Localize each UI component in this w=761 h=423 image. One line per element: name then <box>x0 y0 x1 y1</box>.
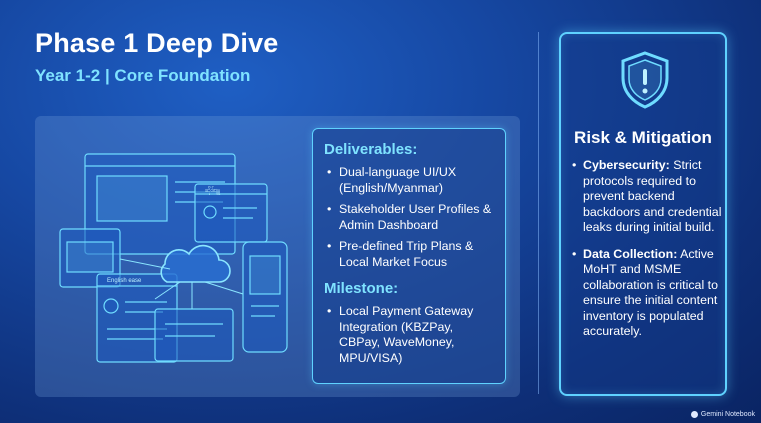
list-item: Data Collection: Active MoHT and MSME co… <box>569 247 723 340</box>
window-label-top: ဆိုဒ်ဗျူ <box>204 186 221 195</box>
milestone-heading: Milestone: <box>324 280 399 297</box>
deliverables-box: Deliverables: Dual-language UI/UX (Engli… <box>312 128 506 384</box>
slide-title: Phase 1 Deep Dive <box>35 28 279 58</box>
phone-icon <box>242 241 288 353</box>
vertical-divider <box>538 32 539 394</box>
risk-label: Cybersecurity: <box>583 158 670 172</box>
list-item: Dual-language UI/UX (English/Myanmar) <box>324 165 495 196</box>
brand-label: Gemini Notebook <box>700 411 755 418</box>
list-item: Stakeholder User Profiles & Admin Dashbo… <box>324 202 495 233</box>
app-wireframe-illustration: ဆိုဒ်ဗျူ English ease <box>59 153 288 363</box>
deliverables-heading: Deliverables: <box>324 141 418 158</box>
list-item: Local Payment Gateway Integration (KBZPa… <box>324 304 495 366</box>
list-item: Pre-defined Trip Plans & Local Market Fo… <box>324 239 495 270</box>
risk-title: Risk & Mitigation <box>574 128 712 147</box>
risk-text: Strict protocols required to prevent bac… <box>583 158 722 234</box>
risk-panel: Risk & Mitigation Cybersecurity: Strict … <box>559 32 727 396</box>
slide-subtitle: Year 1-2 | Core Foundation <box>35 66 251 85</box>
brand-logo-icon <box>690 411 698 418</box>
risk-list: Cybersecurity: Strict protocols required… <box>569 158 723 351</box>
risk-text: Active MoHT and MSME collaboration is cr… <box>583 246 718 339</box>
risk-label: Data Collection: <box>583 246 678 261</box>
window-label-left: English ease <box>107 278 142 284</box>
deliverables-list: Dual-language UI/UX (English/Myanmar) St… <box>324 165 495 270</box>
brand-watermark: Gemini Notebook <box>690 411 755 418</box>
cloud-icon <box>160 244 231 283</box>
shield-warning-icon <box>621 51 669 109</box>
milestone-list: Local Payment Gateway Integration (KBZPa… <box>324 304 495 366</box>
list-item: Cybersecurity: Strict protocols required… <box>569 158 723 236</box>
